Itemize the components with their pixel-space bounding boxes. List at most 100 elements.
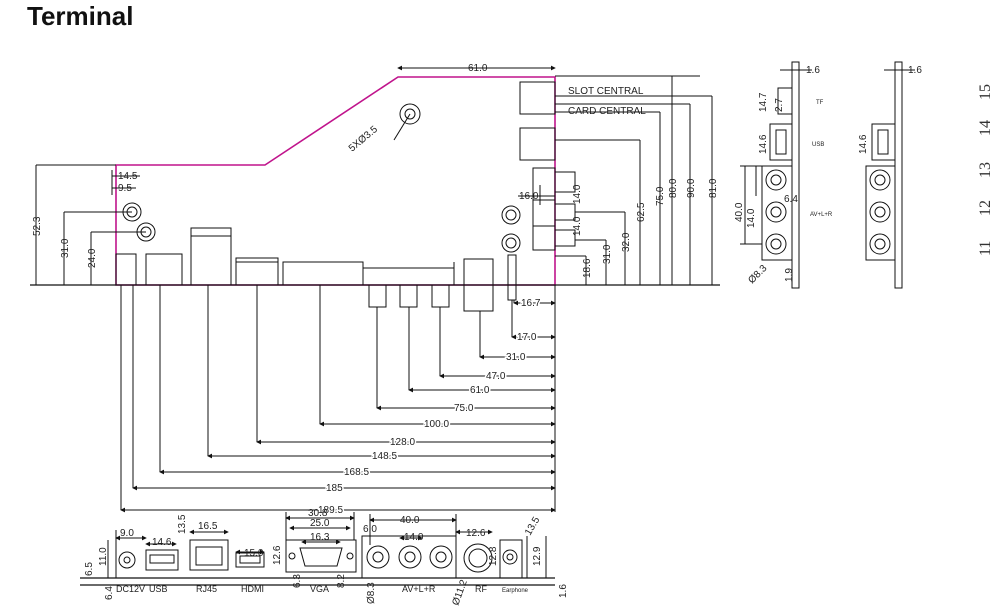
side-dim-6-4: 6.4 bbox=[784, 194, 798, 205]
side-label-tf: TF bbox=[816, 100, 824, 106]
front-dim-8-3: Ø8.3 bbox=[366, 582, 377, 604]
bottom-dim-label: 185 bbox=[326, 483, 343, 494]
front-dim-11: 11.0 bbox=[98, 547, 109, 566]
mount-hole-4 bbox=[501, 205, 521, 225]
mount-hole-5 bbox=[501, 233, 521, 253]
label-av: AV+L+R bbox=[402, 584, 436, 594]
dim-90: 90.0 bbox=[686, 178, 697, 198]
side-view-labels: 1.6 14.7 2.7 14.6 40.0 14.0 6.4 Ø8.3 1.9… bbox=[734, 65, 922, 286]
dim-14-b: 14.0 bbox=[572, 216, 583, 236]
bottom-dim-label: 75.0 bbox=[454, 403, 474, 414]
side-label-usb: USB bbox=[812, 142, 824, 148]
front-dim-13-5: 13.5 bbox=[177, 514, 188, 534]
side-dim-14: 14.0 bbox=[746, 208, 757, 228]
front-dim-14-6: 14.6 bbox=[152, 537, 172, 548]
dim-16: 16.0 bbox=[519, 191, 539, 202]
bottom-dim-label: 31.0 bbox=[506, 352, 526, 363]
rf-outline bbox=[463, 258, 494, 312]
side-dim-2-7: 2.7 bbox=[774, 98, 785, 112]
front-dim-6: 6.0 bbox=[363, 524, 377, 535]
side2-av-2 bbox=[869, 201, 891, 223]
bottom-dim-label: 168.5 bbox=[344, 467, 369, 478]
front-dim-15: 15.0 bbox=[244, 548, 264, 559]
top-view-labels: 61.0 SLOT CENTRAL CARD CENTRAL 5XØ3.5 14… bbox=[32, 63, 719, 278]
mount-hole-1 bbox=[122, 202, 142, 222]
dim-14-5: 14.5 bbox=[118, 171, 138, 182]
label-hdmi: HDMI bbox=[241, 584, 264, 594]
bottom-dim-label: 128.0 bbox=[390, 437, 415, 448]
dim-62-5: 62.5 bbox=[636, 202, 647, 222]
top-view bbox=[30, 65, 720, 512]
dim-52-3: 52.3 bbox=[32, 216, 43, 236]
usb-outline bbox=[145, 253, 183, 286]
side-dim-1-6b: 1.6 bbox=[908, 65, 922, 76]
holes-label: 5XØ3.5 bbox=[347, 124, 380, 155]
label-rf: RF bbox=[475, 584, 487, 594]
dim-75: 75.0 bbox=[655, 186, 666, 206]
side-dim-14-6: 14.6 bbox=[758, 134, 769, 154]
pin-number: 15 bbox=[977, 84, 994, 100]
bottom-dim-label: 47.0 bbox=[486, 371, 506, 382]
av-jack-1 bbox=[366, 545, 390, 569]
dim-18-6: 18.6 bbox=[582, 258, 593, 278]
dim-31-left: 31.0 bbox=[60, 238, 71, 258]
bottom-dim-label: 61.0 bbox=[470, 385, 490, 396]
mount-hole-3 bbox=[399, 103, 421, 125]
dim-31-right: 31.0 bbox=[602, 244, 613, 264]
dim-9-5: 9.5 bbox=[118, 183, 132, 194]
front-dim-1-6: 1.6 bbox=[558, 584, 569, 598]
mount-hole-2 bbox=[136, 222, 156, 242]
label-earphone: Earphone bbox=[502, 588, 529, 594]
front-dim-30-8: 30.8 bbox=[308, 508, 328, 519]
front-dim-6-4: 6.4 bbox=[104, 586, 115, 600]
side-av-3 bbox=[765, 233, 787, 255]
side-dim-1-9: 1.9 bbox=[784, 268, 795, 282]
side-usb-port bbox=[769, 123, 793, 161]
dc-jack-outline bbox=[115, 253, 137, 286]
av-outline bbox=[362, 267, 455, 286]
rf-jack bbox=[463, 543, 493, 573]
dim-32: 32.0 bbox=[621, 232, 632, 252]
dc-jack bbox=[118, 551, 136, 569]
pin-number: 12 bbox=[977, 200, 994, 216]
bottom-dim-label: 16.7 bbox=[521, 298, 541, 309]
vga-outline bbox=[282, 261, 364, 286]
side-dim-14-7: 14.7 bbox=[758, 92, 769, 112]
front-dim-25: 25.0 bbox=[310, 518, 330, 529]
front-dim-12-8: 12.8 bbox=[488, 546, 499, 566]
side-view bbox=[740, 61, 915, 289]
front-dim-16-3: 16.3 bbox=[310, 532, 330, 543]
side-tf-slot bbox=[777, 87, 793, 115]
front-dim-13-5b: 13.5 bbox=[523, 515, 542, 538]
front-dim-6-3: 6.3 bbox=[292, 574, 303, 588]
dim-80: 80.0 bbox=[668, 178, 679, 198]
pin-number: 11 bbox=[977, 241, 994, 256]
side-dim-1-6a: 1.6 bbox=[806, 65, 820, 76]
front-view bbox=[80, 512, 555, 586]
av-jack-2 bbox=[398, 545, 422, 569]
front-dim-40: 40.0 bbox=[400, 515, 420, 526]
label-vga: VGA bbox=[310, 584, 329, 594]
hdmi-outline bbox=[235, 261, 279, 286]
front-dim-6-5: 6.5 bbox=[84, 562, 95, 576]
av-jack-3 bbox=[429, 545, 453, 569]
page-title: Terminal bbox=[27, 1, 134, 31]
front-dim-8-2: 8.2 bbox=[336, 574, 347, 588]
side-label-av: AV+L+R bbox=[810, 212, 833, 218]
side-av-2 bbox=[765, 201, 787, 223]
rj45-outline bbox=[190, 227, 232, 286]
label-usb: USB bbox=[149, 584, 168, 594]
rj45-port bbox=[189, 539, 229, 571]
bottom-dim-label: 148.5 bbox=[372, 451, 397, 462]
bottom-dimension-lines: 16.717.031.047.061.075.0100.0128.0148.51… bbox=[120, 297, 556, 518]
front-dim-14: 14.0 bbox=[404, 532, 424, 543]
front-dim-12-6a: 12.6 bbox=[466, 528, 486, 539]
dim-24: 24.0 bbox=[87, 248, 98, 268]
side-dim-40: 40.0 bbox=[734, 202, 745, 222]
front-dim-11-2: Ø11.2 bbox=[450, 578, 470, 607]
label-rj45: RJ45 bbox=[196, 584, 217, 594]
side-av-1 bbox=[765, 169, 787, 191]
side-dim-8-3: Ø8.3 bbox=[746, 263, 769, 286]
